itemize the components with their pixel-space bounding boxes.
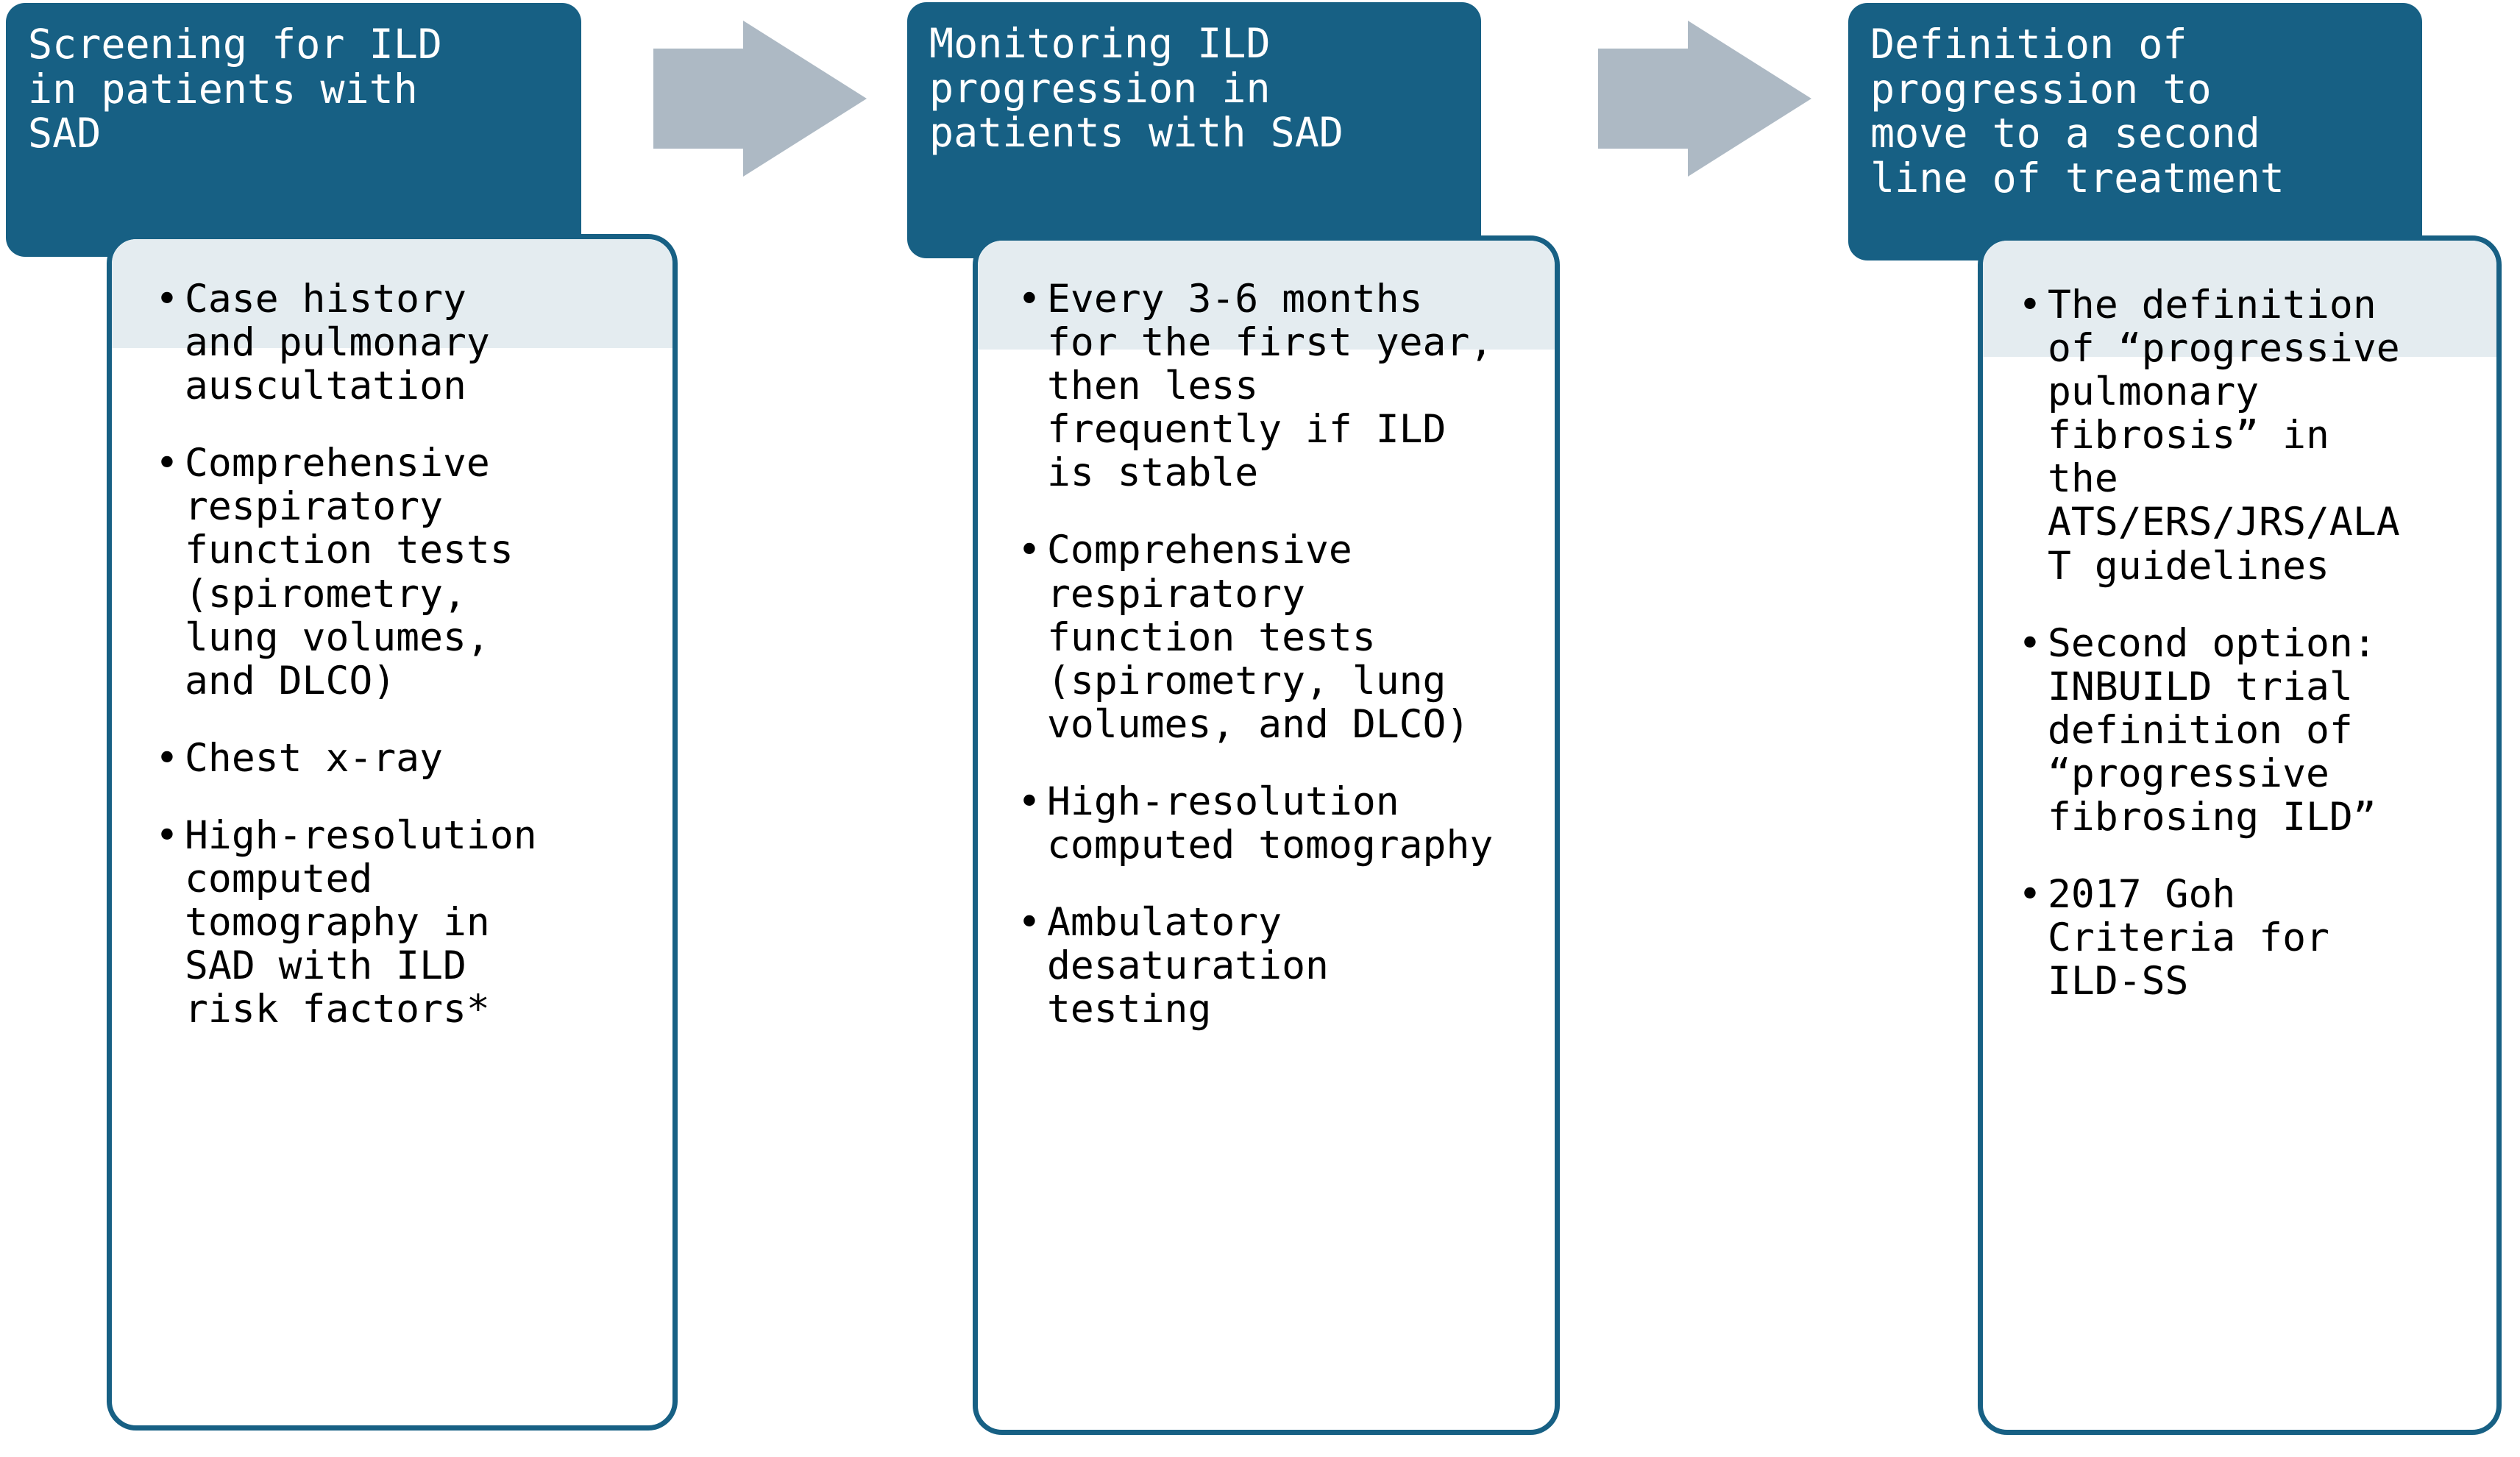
- list-item: •Case history and pulmonary auscultation: [152, 277, 658, 408]
- step-header-monitoring: Monitoring ILD progression in patients w…: [907, 2, 1481, 258]
- bullet-glyph: •: [155, 735, 179, 781]
- list-item: •High-resolution computed tomography: [1015, 780, 1543, 867]
- bullet-list-definition: •The definition of “progressive pulmonar…: [1983, 241, 2496, 1003]
- bullet-glyph: •: [155, 812, 179, 858]
- list-item: •2017 Goh Criteria for ILD-SS: [2015, 873, 2489, 1003]
- step-header-screening-title: Screening for ILD in patients with SAD: [28, 21, 442, 157]
- list-item: •Second option: INBUILD trial definition…: [2015, 620, 2489, 840]
- list-item-text: Chest x-ray: [185, 735, 443, 781]
- step-header-screening: Screening for ILD in patients with SAD: [6, 3, 581, 257]
- bullet-glyph: •: [2018, 620, 2042, 666]
- step-header-monitoring-title: Monitoring ILD progression in patients w…: [929, 20, 1344, 156]
- list-item: •The definition of “progressive pulmonar…: [2015, 283, 2489, 588]
- bullet-glyph: •: [1018, 779, 1041, 824]
- list-item-text: Second option: INBUILD trial definition …: [2048, 620, 2377, 840]
- card-tint-overlay-2: [978, 241, 1555, 350]
- list-item-text: Comprehensive respiratory function tests…: [185, 441, 514, 703]
- list-item-text: High-resolution computed tomography: [1047, 779, 1494, 868]
- bullet-glyph: •: [1018, 528, 1041, 573]
- bullet-glyph: •: [2018, 872, 2042, 918]
- list-item: •High-resolution computed tomography in …: [152, 812, 658, 1032]
- list-item-text: Comprehensive respiratory function tests…: [1047, 528, 1470, 747]
- card-tint-overlay-3: [1983, 241, 2496, 357]
- bullet-glyph: •: [1018, 900, 1041, 946]
- bullet-glyph: •: [1018, 277, 1041, 322]
- list-item-text: Ambulatory desaturation testing: [1047, 900, 1329, 1032]
- step-header-definition: Definition of progression to move to a s…: [1848, 3, 2422, 260]
- step-body-screening: •Case history and pulmonary auscultation…: [107, 234, 678, 1431]
- list-item: •Comprehensive respiratory function test…: [1015, 528, 1543, 747]
- list-item: •Ambulatory desaturation testing: [1015, 901, 1543, 1031]
- list-item: •Chest x-ray: [152, 737, 658, 780]
- bullet-list-monitoring: •Every 3-6 months for the first year, th…: [978, 241, 1555, 1031]
- list-item-text: 2017 Goh Criteria for ILD-SS: [2048, 872, 2329, 1004]
- step-body-monitoring: •Every 3-6 months for the first year, th…: [973, 235, 1560, 1435]
- list-item-text: Case history and pulmonary auscultation: [185, 277, 490, 409]
- arrow-right-icon-2: [1598, 21, 1811, 177]
- bullet-glyph: •: [155, 441, 179, 486]
- list-item-text: Every 3-6 months for the first year, the…: [1047, 277, 1494, 496]
- list-item: •Comprehensive respiratory function test…: [152, 442, 658, 703]
- bullet-list-screening: •Case history and pulmonary auscultation…: [112, 239, 672, 1031]
- arrow-right-icon-1: [653, 21, 867, 177]
- bullet-glyph: •: [2018, 283, 2042, 327]
- bullet-glyph: •: [155, 277, 179, 322]
- list-item-text: The definition of “progressive pulmonary…: [2048, 283, 2400, 589]
- step-body-definition: •The definition of “progressive pulmonar…: [1978, 235, 2502, 1435]
- card-tint-overlay-1: [112, 239, 672, 348]
- list-item-text: High-resolution computed tomography in S…: [185, 812, 537, 1032]
- step-header-definition-title: Definition of progression to move to a s…: [1870, 21, 2285, 202]
- list-item: •Every 3-6 months for the first year, th…: [1015, 277, 1543, 496]
